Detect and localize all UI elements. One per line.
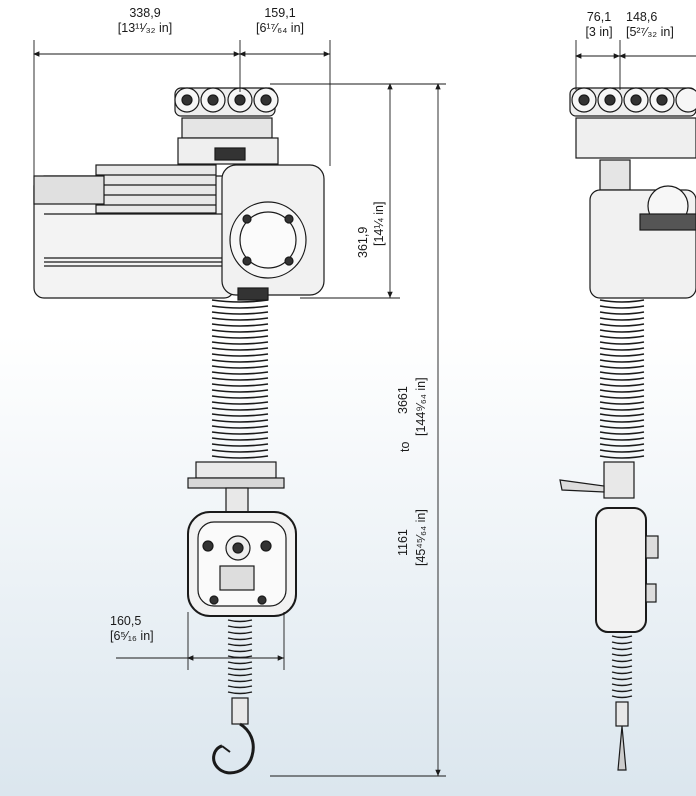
dimension-lines (33, 40, 696, 777)
load-hook (212, 722, 255, 775)
dim-width-top-inch: [13¹¹⁄₃₂ in] (117, 21, 173, 35)
dim-total-min: 1161 (396, 529, 411, 556)
dim-side-width: 148,6 [5²⁷⁄₃₂ in] (626, 10, 696, 40)
dim-height-body-mm: 361,9 (356, 226, 370, 258)
dim-side-offset: 76,1 [3 in] (574, 10, 624, 40)
dim-side-offset-inch: [3 in] (585, 25, 613, 39)
dim-width-top-mm: 338,9 (129, 6, 161, 20)
side-view-hoist (559, 87, 696, 771)
trolley-wheels (174, 87, 279, 165)
spiral-cable (211, 299, 269, 459)
dim-side-width-mm: 148,6 (626, 10, 658, 24)
dim-width-top: 338,9 [13¹¹⁄₃₂ in] (90, 6, 200, 36)
dim-total-max-in: [144⁹⁄₆₄ in] (414, 377, 429, 436)
dim-total-min-inch: [45⁴⁵⁄₆₄ in] (414, 509, 428, 566)
dim-handle-width-mm: 160,5 (110, 614, 142, 628)
front-view-hoist (33, 87, 325, 775)
dim-total-min-mm: 1161 (396, 529, 410, 556)
dim-range-word-text: to (398, 441, 412, 452)
dim-offset-top: 159,1 [6¹⁷⁄₆₄ in] (240, 6, 320, 36)
dim-height-body: 361,9 (356, 227, 371, 258)
dim-range-word: to (398, 442, 413, 452)
dim-handle-width-inch: [6⁵⁄₁₆ in] (110, 629, 154, 643)
dim-height-body-in: [14¼ in] (372, 202, 387, 246)
dim-side-width-inch: [5²⁷⁄₃₂ in] (626, 25, 674, 39)
dim-total-max-mm: 3661 (396, 386, 410, 414)
dim-offset-top-mm: 159,1 (264, 6, 296, 20)
side-handle (595, 507, 647, 633)
dim-total-max: 3661 (396, 386, 411, 414)
dim-total-max-inch: [144⁹⁄₆₄ in] (414, 377, 428, 436)
dim-handle-width: 160,5 [6⁵⁄₁₆ in] (110, 614, 190, 644)
dim-side-offset-mm: 76,1 (586, 10, 612, 24)
dim-total-min-in: [45⁴⁵⁄₆₄ in] (414, 509, 429, 566)
dim-height-body-inch: [14¼ in] (372, 201, 386, 246)
dim-offset-top-inch: [6¹⁷⁄₆₄ in] (255, 21, 305, 35)
